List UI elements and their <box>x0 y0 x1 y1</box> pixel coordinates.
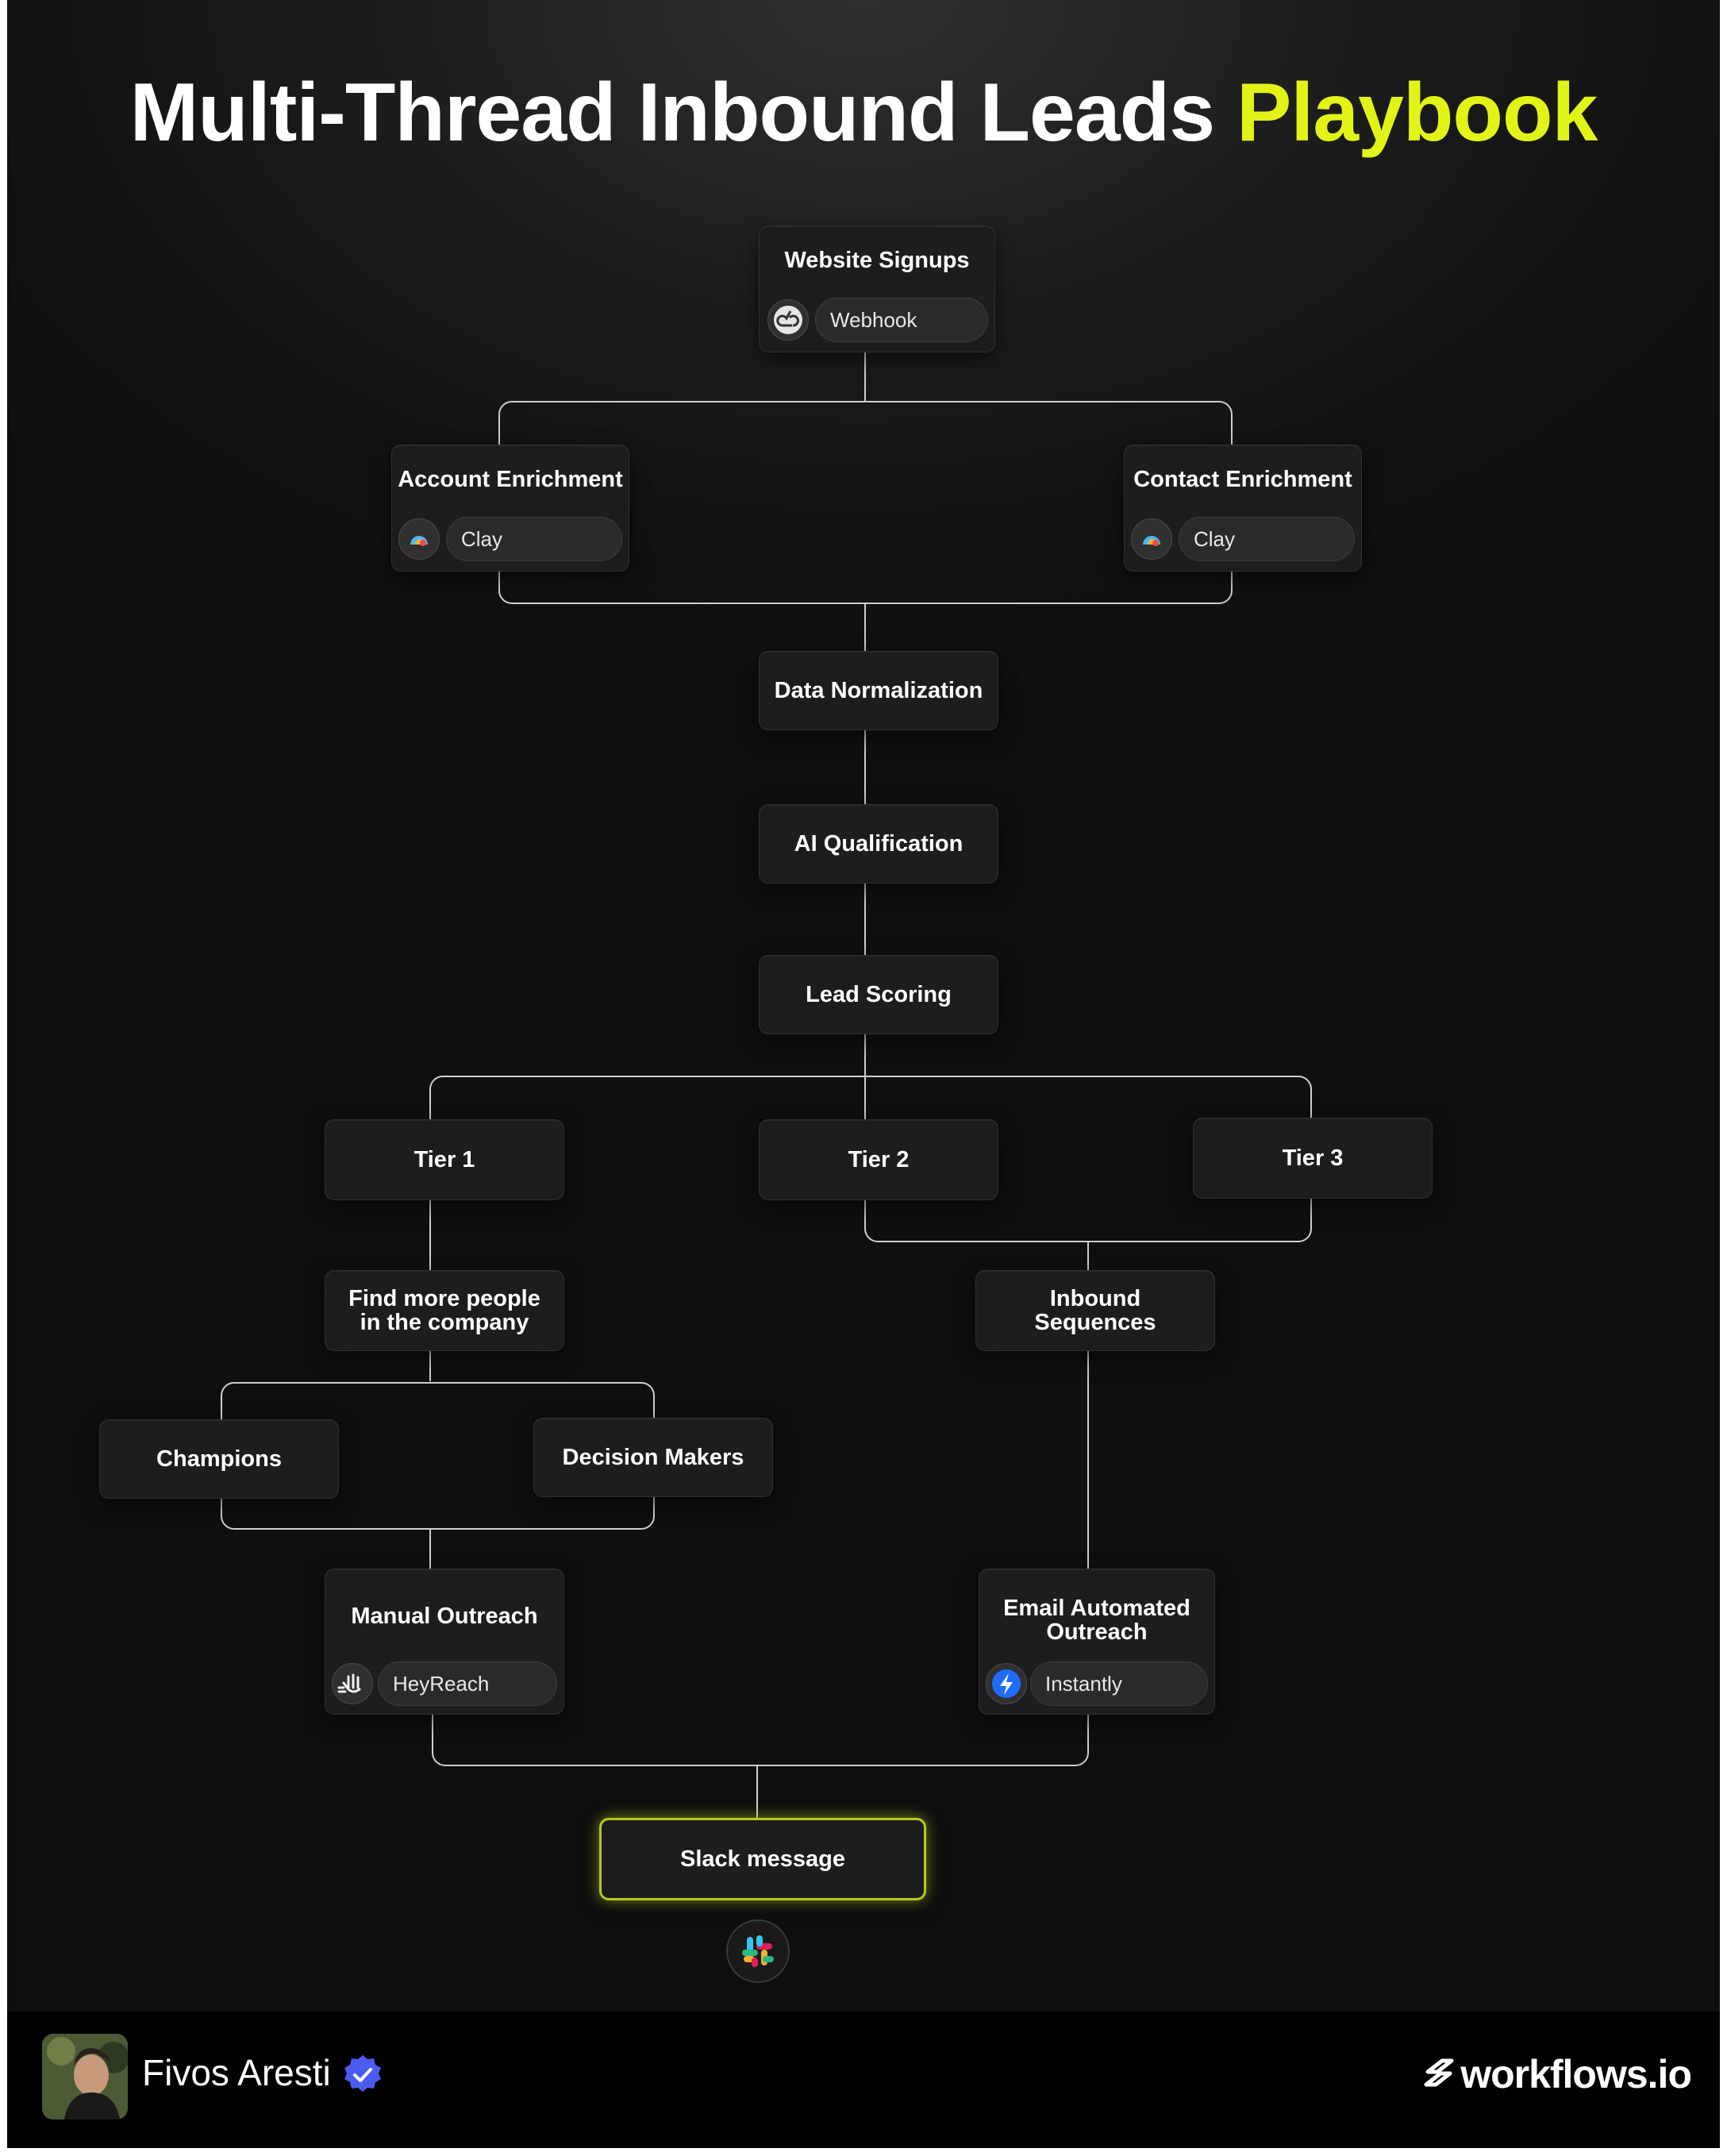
node-lead-scoring[interactable]: Lead Scoring <box>759 955 998 1034</box>
node-label: Email Automated Outreach <box>1003 1596 1190 1645</box>
node-data-normalization[interactable]: Data Normalization <box>759 651 998 730</box>
clay-icon <box>1131 518 1172 560</box>
connector-role-merge <box>221 1496 655 1530</box>
page-title: Multi-Thread Inbound Leads Playbook <box>7 64 1720 163</box>
tool-pill-heyreach[interactable]: HeyReach <box>378 1661 557 1706</box>
node-tier-3[interactable]: Tier 3 <box>1193 1118 1433 1199</box>
slack-icon <box>726 1919 790 1983</box>
brand-name[interactable]: workflows.io <box>1460 2052 1692 2096</box>
connector-lines <box>221 349 1312 1818</box>
node-ai-qualification[interactable]: AI Qualification <box>759 804 998 884</box>
tool-pill-clay[interactable]: Clay <box>1179 517 1355 561</box>
connector-tier23-merge <box>864 1197 1312 1242</box>
tool-pill-instantly[interactable]: Instantly <box>1030 1661 1208 1706</box>
tool-pill-clay[interactable]: Clay <box>446 517 622 561</box>
node-website-signups[interactable]: Website Signups Webhook <box>759 225 995 352</box>
workflows-logo-icon <box>1420 2054 1458 2096</box>
connector-outreach-merge <box>432 1713 1089 1766</box>
diagram-canvas: Multi-Thread Inbound Leads Playbook <box>7 0 1720 2148</box>
node-label: Data Normalization <box>774 678 983 703</box>
node-account-enrichment[interactable]: Account Enrichment Clay <box>391 445 629 572</box>
node-slack-message[interactable]: Slack message <box>599 1818 926 1900</box>
clay-icon <box>398 518 440 560</box>
footer: Fivos Aresti workflows.io <box>7 2012 1720 2148</box>
node-label: Tier 1 <box>413 1147 475 1172</box>
node-label: Slack message <box>680 1846 845 1872</box>
node-inbound-sequences[interactable]: Inbound Sequences <box>975 1270 1215 1351</box>
node-label: Decision Makers <box>562 1445 744 1470</box>
title-main: Multi-Thread Inbound Leads <box>129 67 1215 159</box>
node-label: Manual Outreach <box>351 1604 538 1629</box>
node-tier-2[interactable]: Tier 2 <box>759 1119 998 1200</box>
node-decision-makers[interactable]: Decision Makers <box>533 1418 773 1497</box>
author-name: Fivos Aresti <box>142 2052 331 2093</box>
node-manual-outreach[interactable]: Manual Outreach HeyReach <box>325 1569 564 1715</box>
connector-enrichment-merge <box>498 568 1233 604</box>
node-label: Contact Enrichment <box>1133 467 1352 492</box>
node-contact-enrichment[interactable]: Contact Enrichment Clay <box>1124 445 1362 572</box>
verified-badge-icon <box>340 2053 385 2097</box>
node-email-automated-outreach[interactable]: Email Automated Outreach Instantly <box>979 1569 1215 1715</box>
connector-enrichment-split <box>498 401 1233 445</box>
node-tier-1[interactable]: Tier 1 <box>325 1119 564 1200</box>
instantly-icon <box>986 1663 1027 1704</box>
node-label: Website Signups <box>784 248 970 273</box>
connector-tier-split <box>429 1076 1312 1119</box>
node-find-more-people[interactable]: Find more people in the company <box>325 1270 564 1351</box>
heyreach-icon <box>332 1663 373 1704</box>
title-highlight: Playbook <box>1236 67 1598 159</box>
webhook-icon <box>767 299 809 341</box>
node-label: Champions <box>156 1446 282 1472</box>
avatar[interactable] <box>42 2034 128 2119</box>
node-label: Tier 3 <box>1282 1145 1344 1171</box>
tool-pill-webhook[interactable]: Webhook <box>815 298 988 342</box>
node-champions[interactable]: Champions <box>99 1419 339 1499</box>
node-label: Account Enrichment <box>398 467 623 492</box>
connector-role-split <box>221 1382 655 1421</box>
node-label: Inbound Sequences <box>1034 1286 1156 1335</box>
node-label: Tier 2 <box>848 1147 910 1172</box>
node-label: Find more people in the company <box>348 1286 540 1335</box>
node-label: Lead Scoring <box>806 982 952 1007</box>
node-label: AI Qualification <box>794 831 964 857</box>
